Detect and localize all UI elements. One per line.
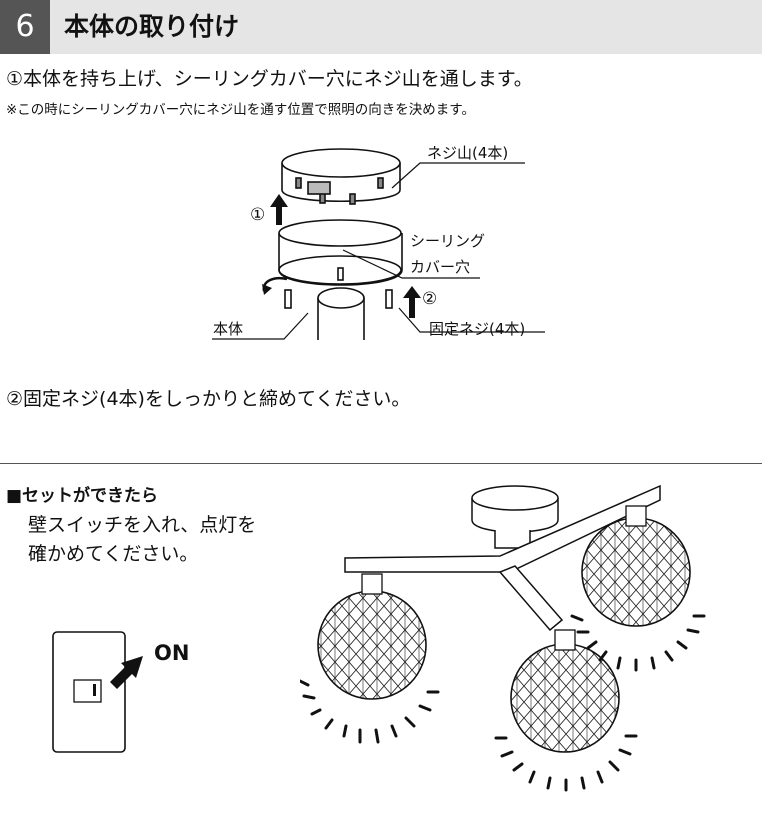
set-section-title: ■セットができたら bbox=[6, 486, 159, 506]
instruction-step-2: ②固定ネジ(4本)をしっかりと締めてください。 bbox=[6, 388, 411, 410]
chandelier-illustration bbox=[300, 484, 706, 792]
instruction-note: ※この時にシーリングカバー穴にネジ山を通す位置で照明の向きを決めます。 bbox=[6, 102, 475, 118]
switch-on-label: ON bbox=[154, 641, 190, 665]
arrow-up-1-icon bbox=[270, 194, 288, 225]
wall-switch-illustration bbox=[52, 631, 143, 753]
instruction-step-1: ①本体を持ち上げ、シーリングカバー穴にネジ山を通します。 bbox=[6, 68, 533, 90]
pointing-arrow-icon bbox=[110, 656, 143, 689]
globe-right-icon bbox=[581, 505, 691, 627]
label-body: 本体 bbox=[213, 320, 244, 338]
arrow-up-2-icon bbox=[403, 286, 421, 318]
label-ceiling-cover-line2: カバー穴 bbox=[410, 258, 471, 276]
step-number-badge: 6 bbox=[0, 0, 50, 54]
set-section-line2: 確かめてください。 bbox=[28, 543, 199, 565]
label-screw-studs: ネジ山(4本) bbox=[427, 144, 509, 162]
set-section-body: 壁スイッチを入れ、点灯を 確かめてください。 bbox=[28, 511, 256, 569]
globe-left-icon bbox=[317, 573, 427, 700]
assembly-diagram bbox=[212, 148, 545, 340]
label-fixing-screws: 固定ネジ(4本) bbox=[429, 320, 526, 338]
set-section-line1: 壁スイッチを入れ、点灯を bbox=[28, 514, 257, 536]
section-header: 6 本体の取り付け bbox=[0, 0, 762, 54]
globe-center-icon bbox=[510, 629, 620, 753]
light-rays-icon bbox=[300, 614, 706, 792]
marker-1: ① bbox=[250, 205, 266, 225]
section-divider bbox=[0, 463, 762, 464]
label-ceiling-cover-line1: シーリング bbox=[410, 232, 486, 250]
section-title: 本体の取り付け bbox=[64, 12, 240, 41]
marker-2: ② bbox=[422, 289, 438, 309]
body-pipe-icon bbox=[317, 298, 365, 340]
